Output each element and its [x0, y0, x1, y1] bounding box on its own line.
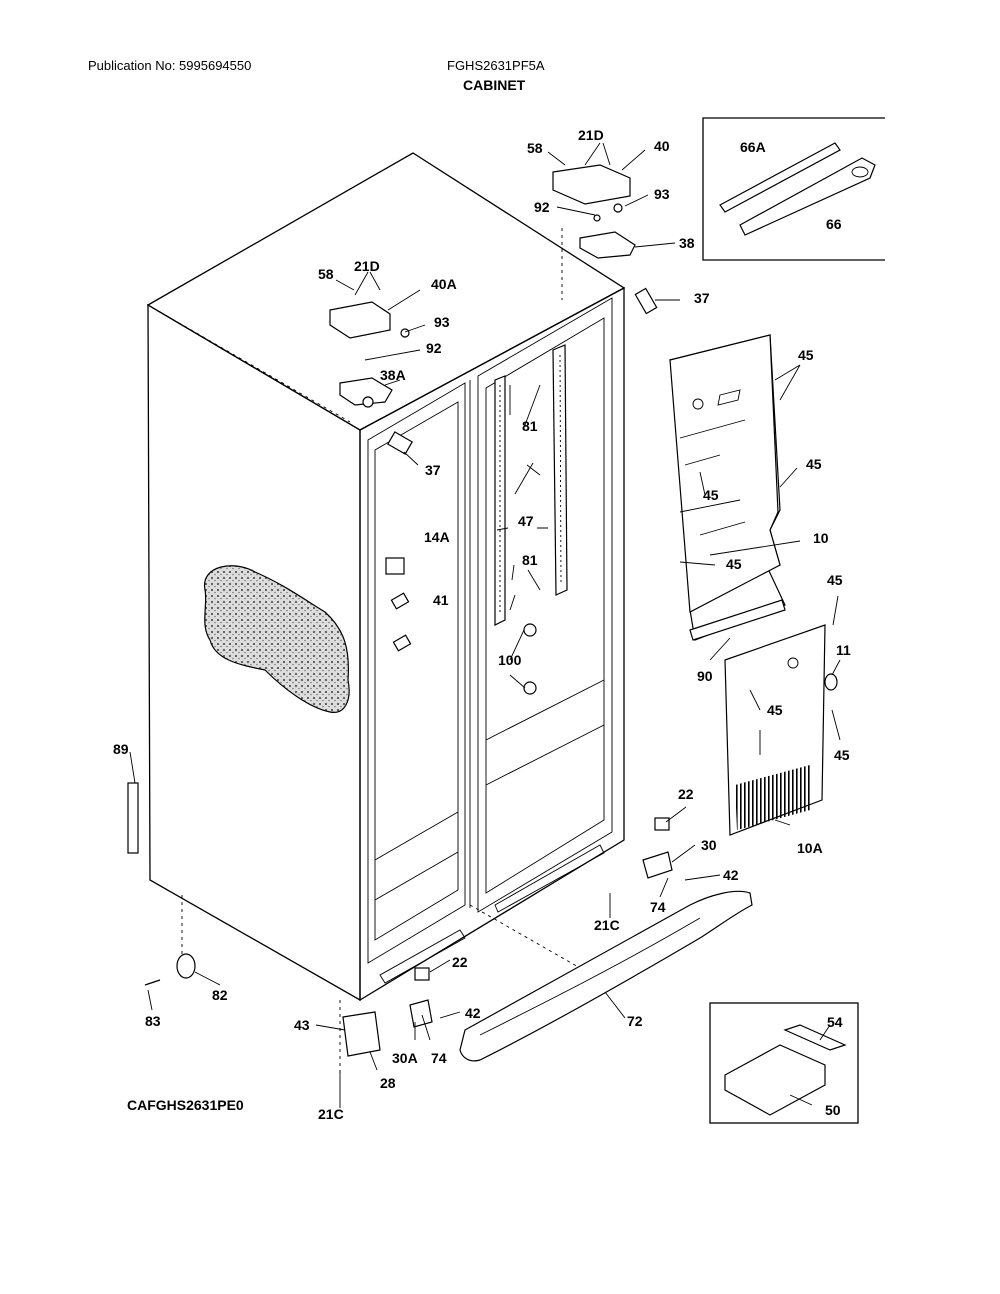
callout-82: 82: [212, 987, 228, 1003]
hinge-pin: [414, 967, 430, 981]
bottom-hinge-right: [642, 851, 673, 879]
callout-54: 54: [827, 1014, 843, 1030]
callout-leaders: [129, 142, 841, 1108]
inset-box-bottom: [709, 1002, 859, 1124]
callout-89: 89: [113, 741, 129, 757]
back-panel-upper: [669, 334, 786, 641]
plug: [387, 431, 413, 455]
callout-45-c: 45: [703, 487, 719, 503]
callout-10A: 10A: [797, 840, 823, 856]
thermostat-bracket: [385, 557, 405, 575]
bracket: [127, 782, 139, 854]
light-socket: [390, 592, 410, 610]
callout-10: 10: [813, 530, 829, 546]
publication-number: Publication No: 5995694550: [88, 58, 252, 73]
callout-30A: 30A: [392, 1050, 418, 1066]
callout-100: 100: [498, 652, 522, 668]
inset-box-top: [702, 117, 885, 261]
callout-30: 30: [701, 837, 717, 853]
hinge-pin: [654, 817, 670, 831]
insulation-foam-cutaway: [204, 565, 350, 713]
plug: [634, 287, 658, 315]
callout-47: 47: [518, 513, 534, 529]
callout-92-left: 92: [426, 340, 442, 356]
callout-74-right: 74: [650, 899, 666, 915]
section-title: CABINET: [463, 77, 526, 93]
callout-58: 58: [527, 140, 543, 156]
callout-42-right: 42: [723, 867, 739, 883]
cabinet-shell: [146, 152, 626, 1075]
callout-22-left: 22: [452, 954, 468, 970]
callout-40: 40: [654, 138, 670, 154]
callout-72: 72: [627, 1013, 643, 1029]
roller: [176, 953, 196, 979]
callout-66A: 66A: [740, 139, 766, 155]
callout-38A: 38A: [380, 367, 406, 383]
callout-81-a: 81: [522, 418, 538, 434]
bottom-hinge-bracket: [409, 999, 433, 1028]
callout-21C-right: 21C: [594, 917, 620, 933]
callout-81-b: 81: [522, 552, 538, 568]
callout-21D: 21D: [578, 127, 604, 143]
callout-45-d: 45: [726, 556, 742, 572]
callout-90: 90: [697, 668, 713, 684]
hinge-assembly-left: [329, 301, 410, 408]
callout-92: 92: [534, 199, 550, 215]
callout-14A: 14A: [424, 529, 450, 545]
callout-40A: 40A: [431, 276, 457, 292]
callout-45-b: 45: [806, 456, 822, 472]
callout-37: 37: [694, 290, 710, 306]
callout-83: 83: [145, 1013, 161, 1029]
callout-37-left: 37: [425, 462, 441, 478]
callout-45-a: 45: [798, 347, 814, 363]
callout-42-left: 42: [465, 1005, 481, 1021]
callout-28: 28: [380, 1075, 396, 1091]
callout-74-left: 74: [431, 1050, 447, 1066]
back-panel-strip: [689, 599, 786, 641]
grommet: [824, 673, 838, 691]
callout-21D-left: 21D: [354, 258, 380, 274]
barcode-label: [735, 765, 810, 830]
model-number: FGHS2631PF5A: [447, 58, 545, 73]
bottom-hinge-left: [342, 1011, 381, 1057]
light-socket: [392, 634, 412, 652]
grommet: [523, 681, 537, 695]
callout-93: 93: [654, 186, 670, 202]
diagram-code: CAFGHS2631PE0: [127, 1097, 244, 1113]
callout-22-right: 22: [678, 786, 694, 802]
callout-41: 41: [433, 592, 449, 608]
callout-labels: 58 21D 40 93 92 38 37 66A 66 58 21D 40A …: [113, 127, 851, 1122]
grommet: [523, 623, 537, 637]
hinge-assembly-right: [552, 164, 636, 259]
callout-38: 38: [679, 235, 695, 251]
back-panel-lower: [724, 624, 826, 836]
callout-45-e: 45: [827, 572, 843, 588]
shelf-ladders: [494, 344, 568, 626]
callout-43: 43: [294, 1017, 310, 1033]
callout-11: 11: [836, 642, 851, 658]
callout-45-g: 45: [834, 747, 850, 763]
callout-50: 50: [825, 1102, 841, 1118]
callout-45-f: 45: [767, 702, 783, 718]
callout-21C-left: 21C: [318, 1106, 344, 1122]
callout-93-left: 93: [434, 314, 450, 330]
callout-58-left: 58: [318, 266, 334, 282]
callout-66: 66: [826, 216, 842, 232]
kickplate: [459, 890, 753, 1062]
